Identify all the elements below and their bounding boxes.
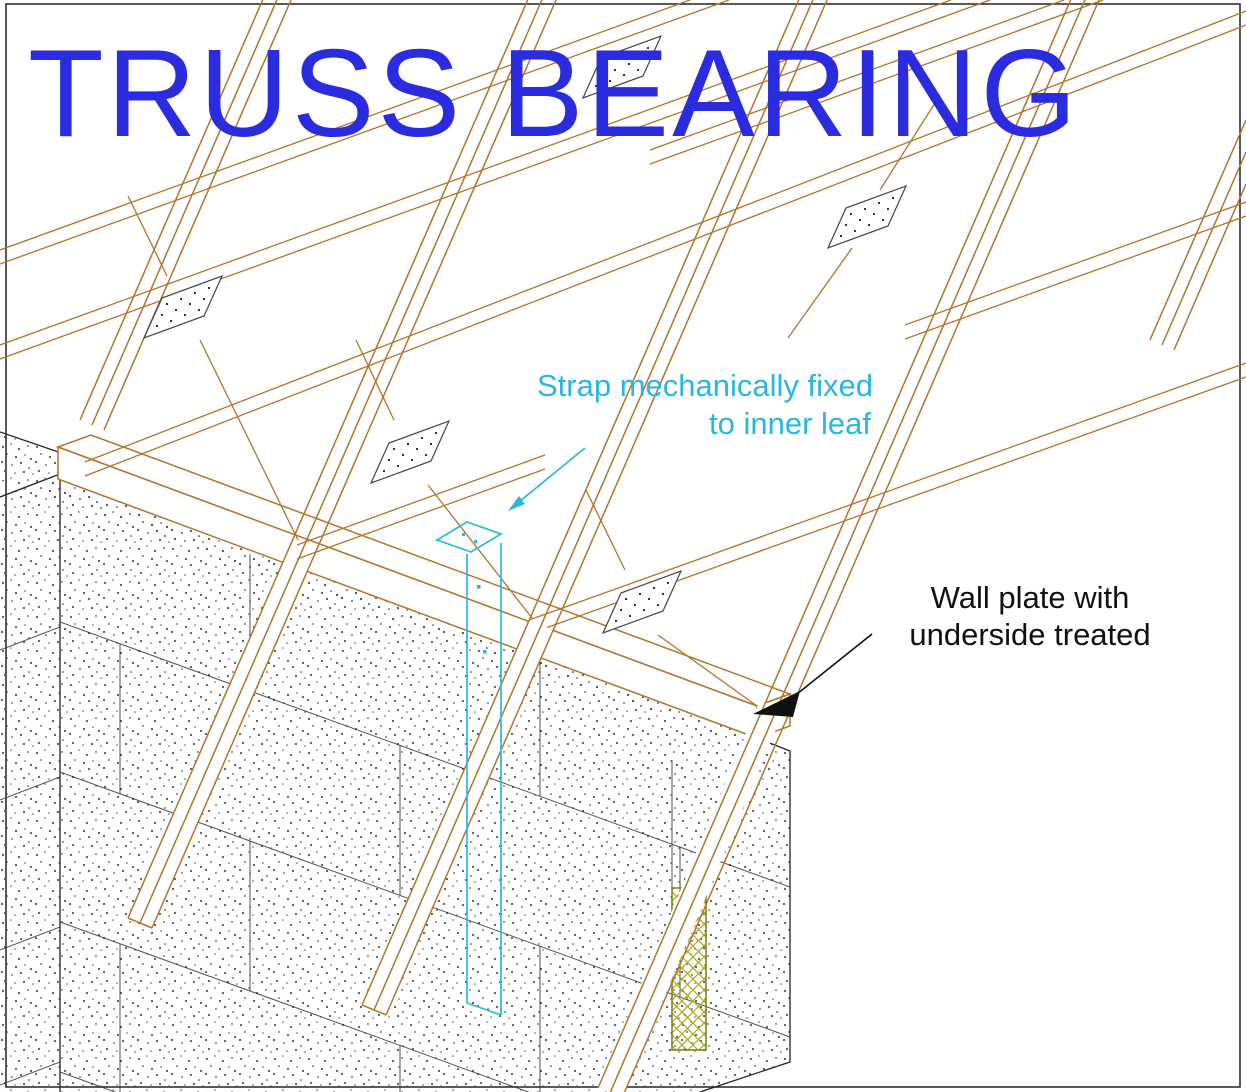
wall-plate-annotation: Wall plate with underside treated [753, 580, 1151, 717]
wall-main-face [60, 485, 790, 1092]
rafter-top-right [1149, 119, 1246, 351]
nail-plate-icon [370, 420, 450, 484]
strap-annotation: Strap mechanically fixed to inner leaf [508, 368, 873, 511]
rafter-middle [361, 0, 828, 1016]
rafter-far-left [79, 0, 292, 431]
leader-arrowhead-icon [508, 496, 525, 511]
strap-label-line1: Strap mechanically fixed [537, 368, 873, 403]
rafter-front [127, 0, 557, 929]
wallplate-label-line2: underside treated [909, 617, 1150, 652]
wall-end-face [0, 474, 60, 1092]
page-title: TRUSS BEARING [28, 25, 1080, 163]
restraint-strap [435, 521, 503, 1016]
nail-plate-icon [143, 275, 223, 339]
rafter-rear [597, 0, 1100, 1092]
nail-plate-icon [827, 185, 907, 249]
strap-label-line2: to inner leaf [709, 406, 871, 441]
leader-arrowhead-icon [753, 691, 800, 717]
nail-plate-icon [602, 570, 682, 634]
wallplate-label-line1: Wall plate with [931, 580, 1130, 615]
